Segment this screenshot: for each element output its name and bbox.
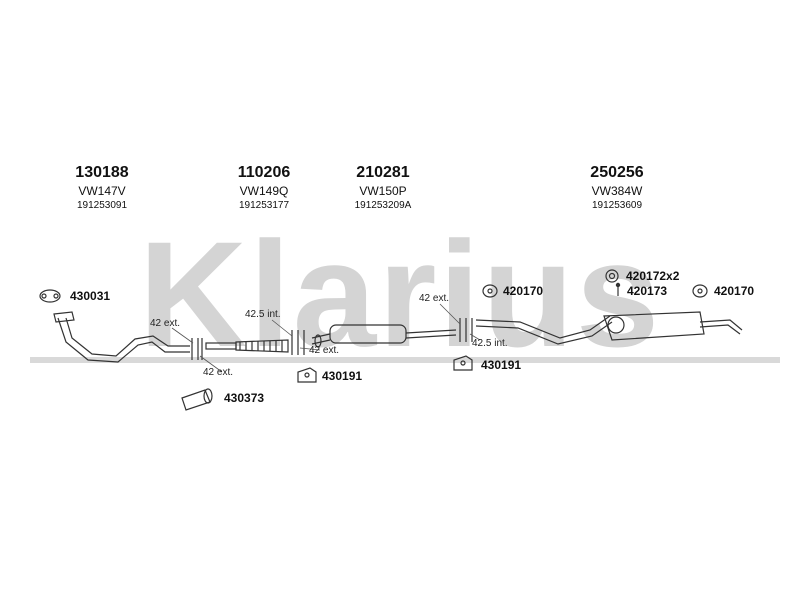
- dimension-label: 42 ext.: [203, 367, 234, 378]
- bolt-icon[interactable]: [615, 282, 621, 296]
- rubber-mount-icon[interactable]: [297, 367, 317, 383]
- hanger-icon[interactable]: [692, 284, 708, 298]
- ring-icon[interactable]: [605, 269, 619, 283]
- fitting-label-430191-b[interactable]: 430191: [481, 358, 522, 372]
- rubber-mount-icon[interactable]: [453, 355, 473, 371]
- oem-number: 191253091: [76, 200, 128, 211]
- part-number[interactable]: 110206: [237, 164, 291, 181]
- part-number[interactable]: 250256: [590, 164, 644, 181]
- part-block-1: 130188 VW147V 191253091: [42, 163, 162, 213]
- fitting-label-430031[interactable]: 430031: [70, 289, 111, 303]
- hanger-icon[interactable]: [482, 284, 498, 298]
- dimension-label: 42.5 int.: [472, 338, 508, 349]
- part-block-4: 250256 VW384W 191253609: [557, 163, 677, 213]
- oem-number: 191253209A: [354, 200, 412, 211]
- front-pipe[interactable]: [53, 311, 190, 363]
- center-silencer[interactable]: [311, 324, 457, 348]
- oem-number: 191253609: [591, 200, 643, 211]
- model-code: VW149Q: [239, 184, 289, 198]
- part-block-2: 110206 VW149Q 191253177: [204, 163, 324, 213]
- joint-marks-3: [459, 318, 473, 342]
- rear-silencer[interactable]: [475, 311, 743, 345]
- watermark-text: Klarius: [139, 210, 662, 378]
- fitting-label-430191-a[interactable]: 430191: [322, 369, 363, 383]
- fitting-label-420173[interactable]: 420173: [627, 284, 668, 298]
- model-code: VW147V: [78, 184, 126, 198]
- oem-number: 191253177: [238, 200, 290, 211]
- dimension-label: 42.5 int.: [245, 309, 281, 320]
- dimension-label: 42 ext.: [150, 318, 181, 329]
- part-number[interactable]: 210281: [356, 164, 410, 181]
- part-number[interactable]: 130188: [75, 164, 129, 181]
- clamp-icon[interactable]: [181, 388, 213, 411]
- gasket-icon[interactable]: [39, 289, 61, 303]
- dimension-label: 42 ext.: [309, 345, 340, 356]
- flex-pipe[interactable]: [205, 339, 289, 353]
- dimension-label: 42 ext.: [419, 293, 450, 304]
- fitting-label-420170-a[interactable]: 420170: [503, 284, 544, 298]
- fitting-label-420172[interactable]: 420172x2: [626, 269, 680, 283]
- joint-marks-1: [191, 338, 203, 360]
- joint-marks-2: [291, 330, 305, 355]
- model-code: VW384W: [591, 184, 643, 198]
- fitting-label-420170-b[interactable]: 420170: [714, 284, 755, 298]
- model-code: VW150P: [359, 184, 407, 198]
- fitting-label-430373[interactable]: 430373: [224, 391, 265, 405]
- part-block-3: 210281 VW150P 191253209A: [323, 163, 443, 213]
